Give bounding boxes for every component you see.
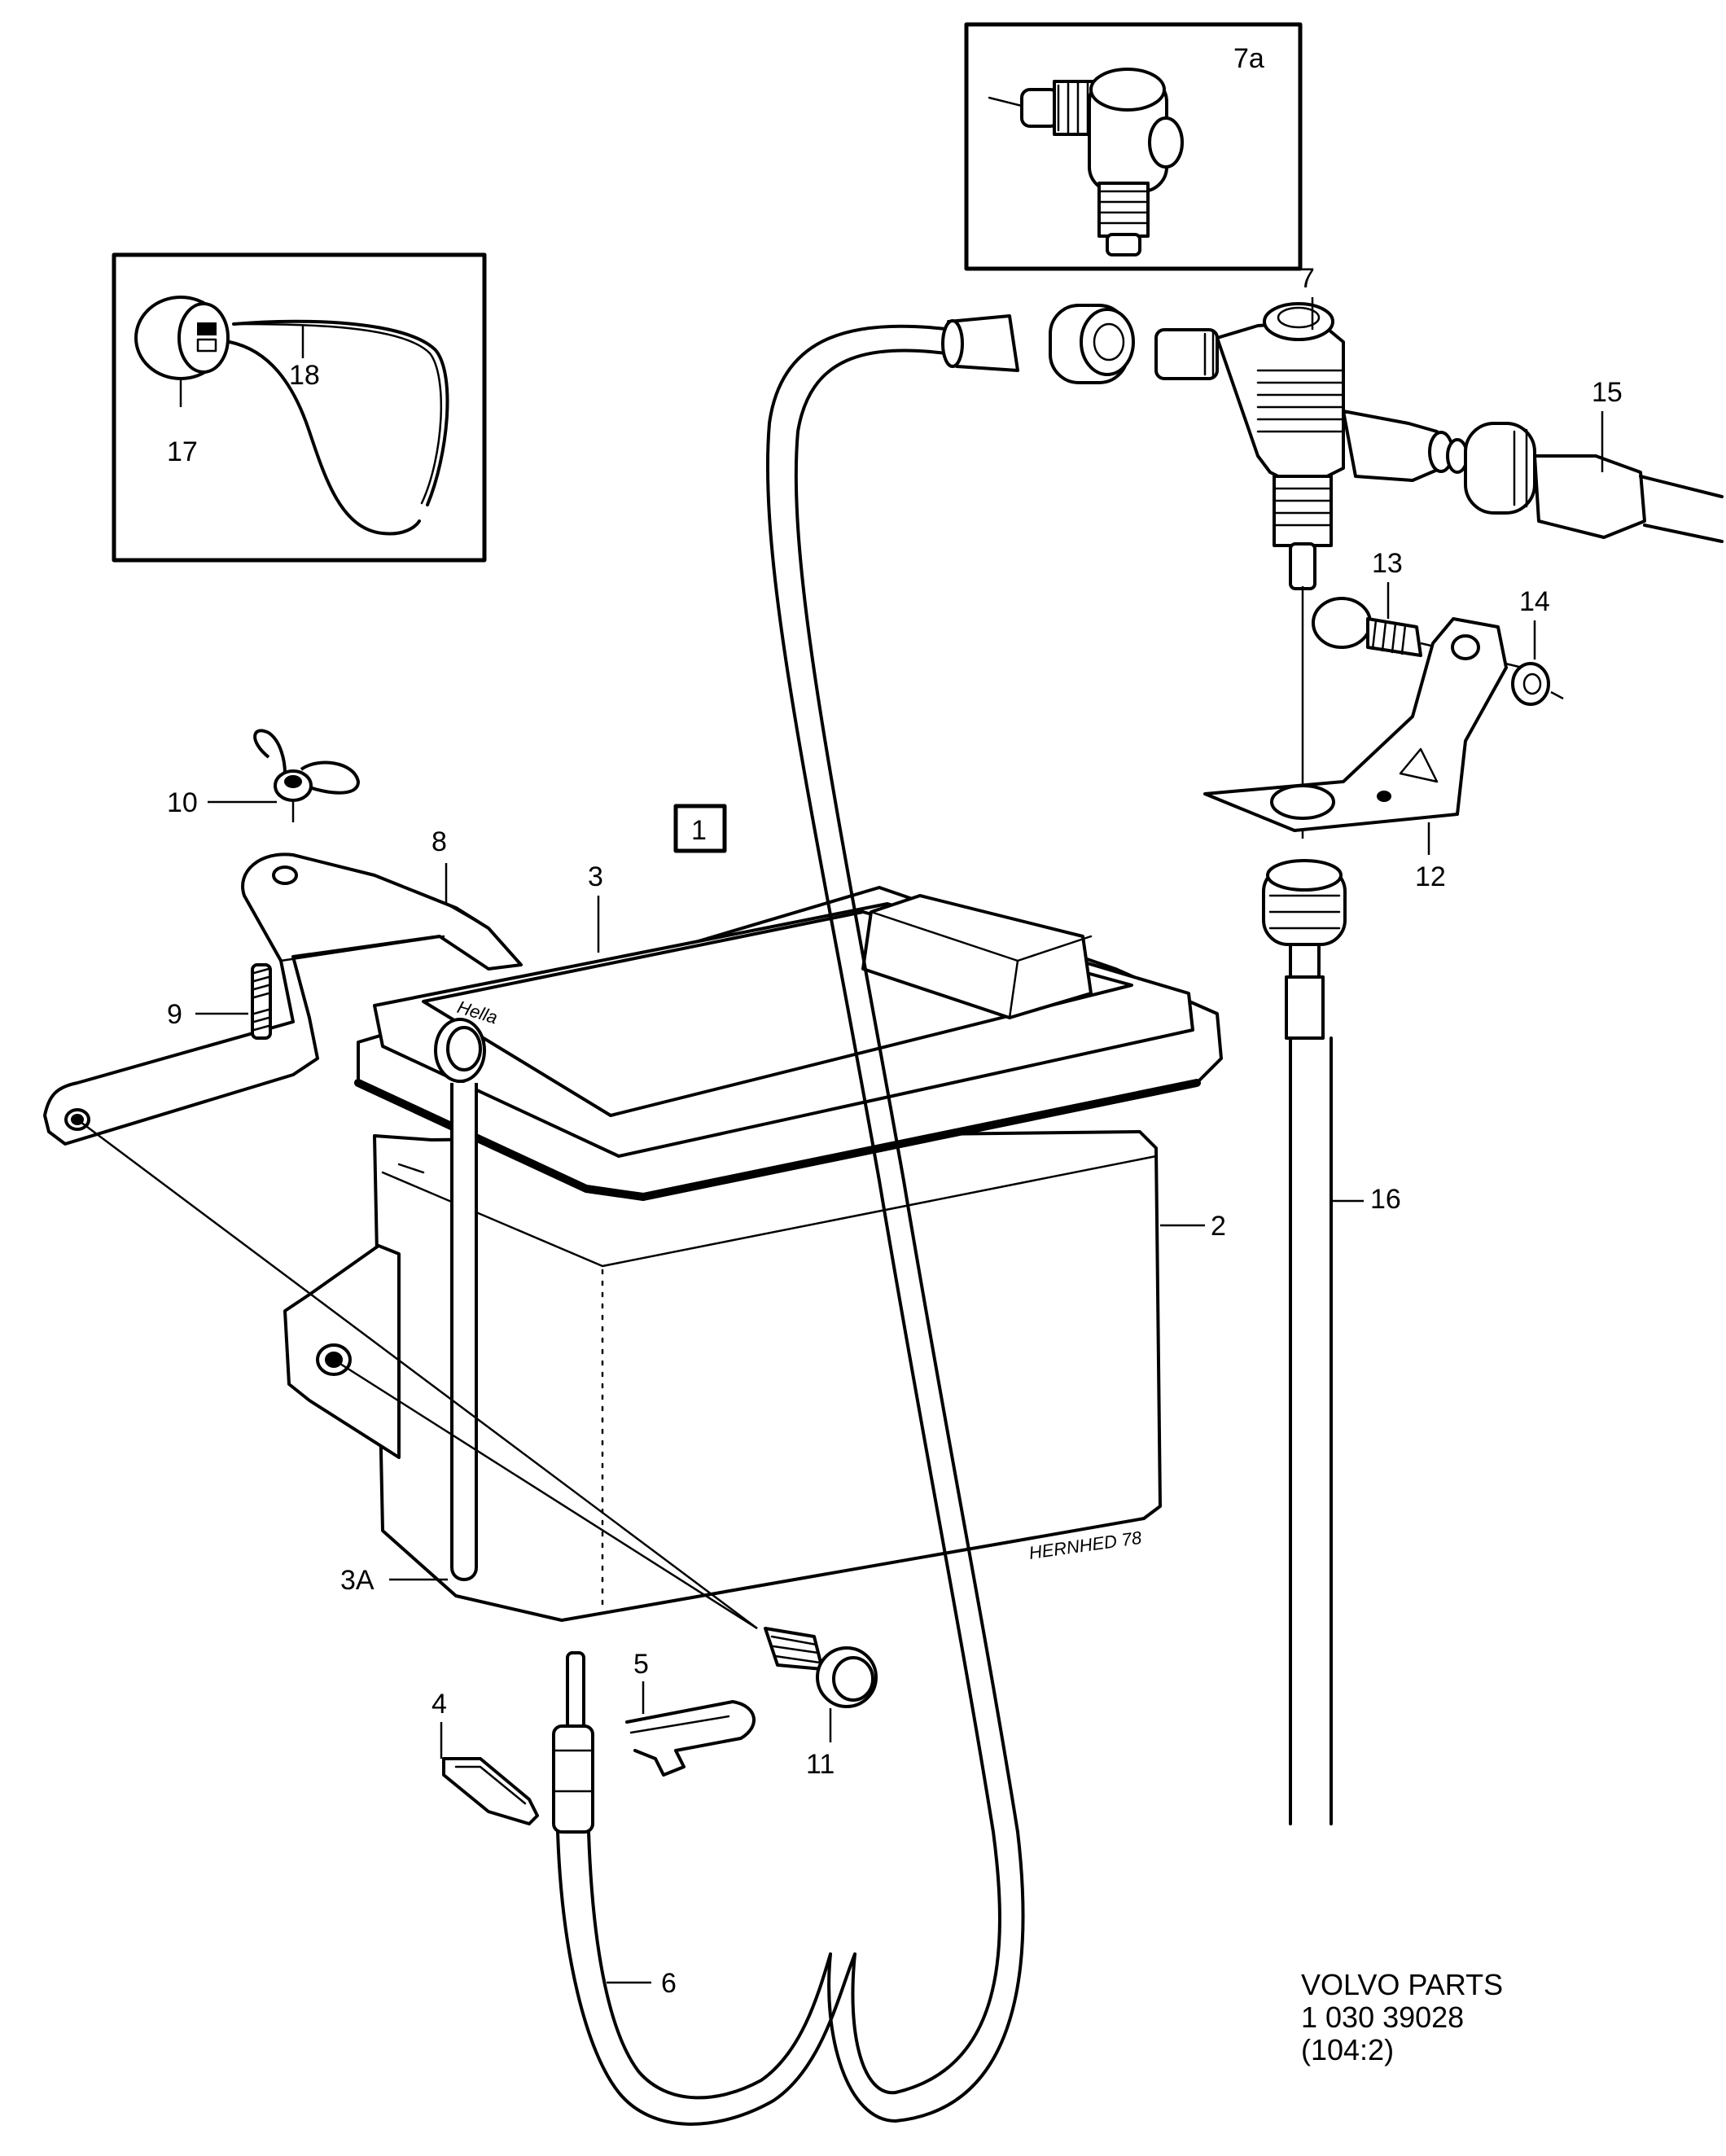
cord-18 [228, 319, 449, 536]
tee-fitting-7a [988, 68, 1184, 256]
inset-frame-cap [112, 252, 487, 563]
clip-strap-3a [434, 1018, 486, 1581]
nut-14 [1511, 662, 1564, 706]
callout-11: 11 [806, 1749, 835, 1780]
hose-16 [1262, 859, 1347, 1825]
catalog-brand: VOLVO PARTS [1301, 1968, 1504, 2001]
callout-12: 12 [1415, 861, 1446, 892]
callout-16: 16 [1370, 1184, 1401, 1215]
inset-tee-7a: 7a [964, 22, 1303, 271]
callout-14: 14 [1519, 586, 1550, 617]
screw-11 [764, 1627, 878, 1708]
callout-17: 17 [167, 436, 198, 467]
bracket-12 [1203, 617, 1508, 832]
assembly-line-lower [333, 1358, 758, 1630]
inset-cap-and-cord: 18 17 [112, 252, 487, 563]
tee-fitting-7 [941, 302, 1724, 839]
assembly-line-upper [77, 1118, 758, 1630]
catalog-number: 1 030 39028 [1301, 2000, 1465, 2034]
clip-5 [625, 1700, 756, 1777]
catalog-reference: VOLVO PARTS 1 030 39028 (104:2) [1301, 1969, 1503, 2066]
callout-4: 4 [432, 1689, 447, 1720]
callout-13: 13 [1372, 548, 1403, 579]
callout-6: 6 [661, 1968, 677, 1999]
callout-3: 3 [588, 861, 603, 892]
callout-7: 7 [1299, 263, 1315, 294]
callout-3a: 3A [340, 1565, 375, 1596]
callout-9: 9 [167, 999, 182, 1030]
inset-frame-7a [964, 22, 1303, 271]
bolt-13 [1312, 597, 1422, 657]
reservoir-lid-3: Hella [354, 886, 1223, 1201]
wing-nut-10 [253, 729, 360, 822]
bracket-8 [43, 852, 523, 1146]
leader-8 [445, 863, 489, 930]
filler-cap-17 [134, 296, 230, 380]
callout-15: 15 [1592, 377, 1623, 408]
callout-5: 5 [633, 1649, 649, 1680]
callout-18: 18 [289, 360, 320, 391]
mounting-ear [283, 1244, 401, 1459]
callout-10: 10 [167, 787, 198, 818]
callout-2: 2 [1211, 1211, 1226, 1242]
group-label-box: 1 [673, 804, 727, 853]
callout-8: 8 [432, 826, 447, 857]
hose-loop [765, 324, 1025, 2123]
stud-9 [251, 963, 272, 1040]
callout-7a: 7a [1233, 43, 1264, 74]
group-label: 1 [691, 815, 707, 846]
hose-6 [552, 1651, 856, 2126]
clip-4 [442, 1757, 539, 1825]
catalog-section: (104:2) [1301, 2033, 1395, 2066]
